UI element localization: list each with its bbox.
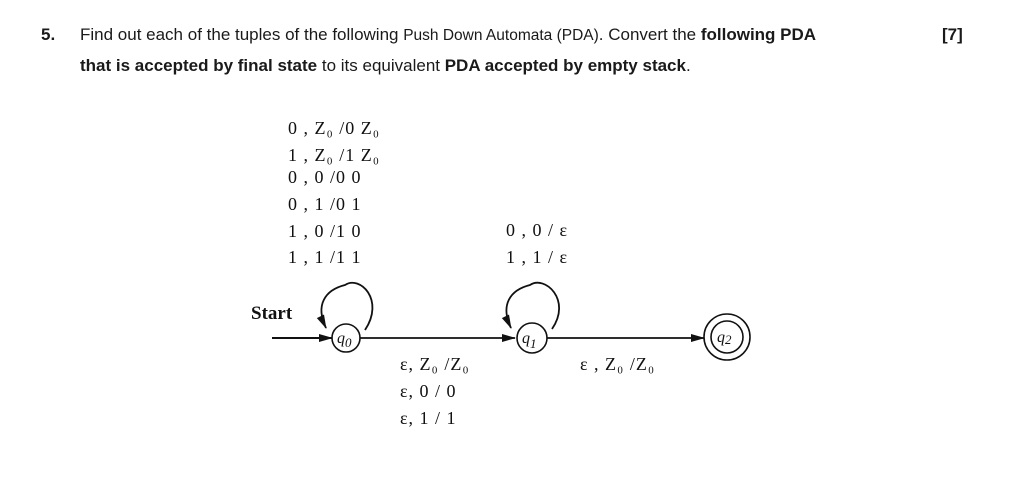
transition-label: 1 , Z₀ /1 Z₀ bbox=[288, 145, 380, 165]
q0-loop-labels: 0 , Z₀ /0 Z₀ 1 , Z₀ /1 Z₀ 0 , 0 /0 0 0 ,… bbox=[288, 118, 380, 267]
q1-to-q2-labels: ε , Z₀ /Z₀ bbox=[580, 354, 655, 374]
question-text-segment: . bbox=[685, 56, 691, 75]
question-marks: [7] bbox=[942, 25, 963, 44]
q0-self-loop-arrow bbox=[316, 282, 374, 331]
transition-label: 1 , 1 / ε bbox=[506, 247, 568, 267]
state-q0: q0 bbox=[331, 323, 361, 353]
question-text-segment: following PDA bbox=[700, 25, 817, 44]
question-text-segment: that is accepted by final state bbox=[80, 56, 318, 75]
state-q2: q2 bbox=[703, 313, 751, 361]
transition-label: 0 , 0 /0 0 bbox=[288, 167, 362, 187]
transition-label: ε, 1 / 1 bbox=[400, 408, 457, 428]
question-number: 5. bbox=[41, 25, 56, 44]
question-text-segment: Push Down Automata (PDA) bbox=[403, 27, 599, 44]
transition-label: 1 , 0 /1 0 bbox=[288, 221, 362, 241]
transition-label: 0 , 0 / ε bbox=[506, 220, 568, 240]
transition-label: ε, 0 / 0 bbox=[400, 381, 457, 401]
q1-loop-labels: 0 , 0 / ε 1 , 1 / ε bbox=[506, 220, 568, 267]
q0-to-q1-labels: ε, Z₀ /Z₀ ε, 0 / 0 ε, 1 / 1 bbox=[400, 354, 470, 428]
question-text-segment: PDA accepted by empty stack bbox=[444, 56, 686, 75]
question-text-segment: Find out each of the tuples of the follo… bbox=[80, 25, 404, 44]
transition-label: ε , Z₀ /Z₀ bbox=[580, 354, 655, 374]
state-q1-label: q1 bbox=[522, 330, 537, 351]
transition-label: 1 , 1 /1 1 bbox=[288, 247, 362, 267]
question-text-segment: to its equivalent bbox=[317, 56, 445, 75]
question-text-line-2: that is accepted by final state to its e… bbox=[80, 56, 691, 76]
question-text-line-1: Find out each of the tuples of the follo… bbox=[80, 25, 816, 45]
state-q1: q1 bbox=[516, 322, 548, 354]
transition-label: 0 , Z₀ /0 Z₀ bbox=[288, 118, 380, 138]
state-q0-label: q0 bbox=[337, 330, 352, 350]
transition-label: ε, Z₀ /Z₀ bbox=[400, 354, 470, 374]
q1-self-loop-arrow bbox=[501, 282, 560, 330]
state-q2-inner-circle bbox=[710, 320, 744, 354]
question-text-segment: . Convert the bbox=[598, 25, 701, 44]
state-q2-label: q2 bbox=[717, 329, 732, 347]
transition-label: 0 , 1 /0 1 bbox=[288, 194, 362, 214]
start-label: Start bbox=[251, 303, 293, 324]
